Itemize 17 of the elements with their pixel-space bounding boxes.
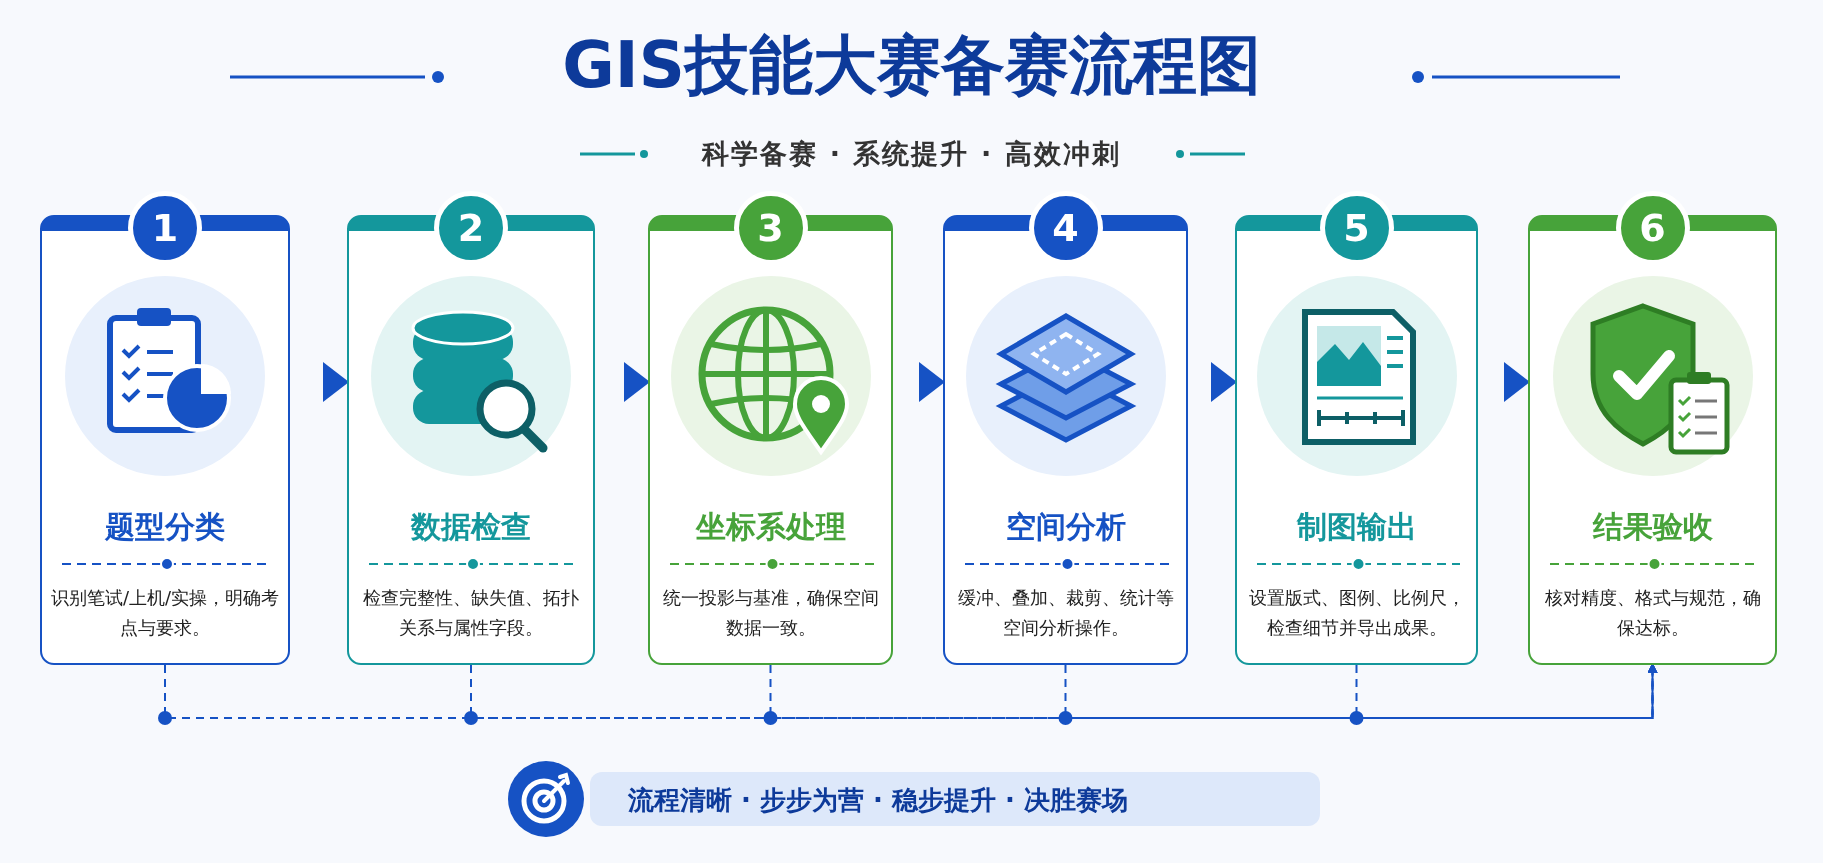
- title: GIS技能大赛备赛流程图: [562, 28, 1261, 102]
- step-description: 统一投影与基准，确保空间数据一致。: [661, 586, 880, 640]
- motto-banner: [590, 772, 1320, 826]
- step-description: 识别笔试/上机/实操，明确考点与要求。: [50, 586, 280, 640]
- step-title: 空间分析: [1005, 509, 1126, 544]
- step-description: 缓冲、叠加、裁剪、统计等空间分析操作。: [956, 586, 1175, 640]
- step-title: 题型分类: [105, 509, 225, 544]
- step-title: 制图输出: [1296, 509, 1417, 544]
- subtitle: 科学备赛 · 系统提升 · 高效冲刺: [702, 138, 1121, 169]
- motto-text: 流程清晰 · 步步为营 · 稳步提升 · 决胜赛场: [628, 784, 1128, 817]
- step-title: 数据检查: [411, 509, 531, 544]
- step-title: 结果验收: [1592, 509, 1713, 544]
- step-title: 坐标系处理: [695, 509, 846, 544]
- step-description: 检查完整性、缺失值、拓扑关系与属性字段。: [362, 586, 580, 640]
- step-description: 设置版式、图例、比例尺，检查细节并导出成果。: [1247, 586, 1466, 640]
- timeline-connector: [1355, 663, 1658, 719]
- step-description: 核对精度、格式与规范，确保达标。: [1543, 586, 1762, 640]
